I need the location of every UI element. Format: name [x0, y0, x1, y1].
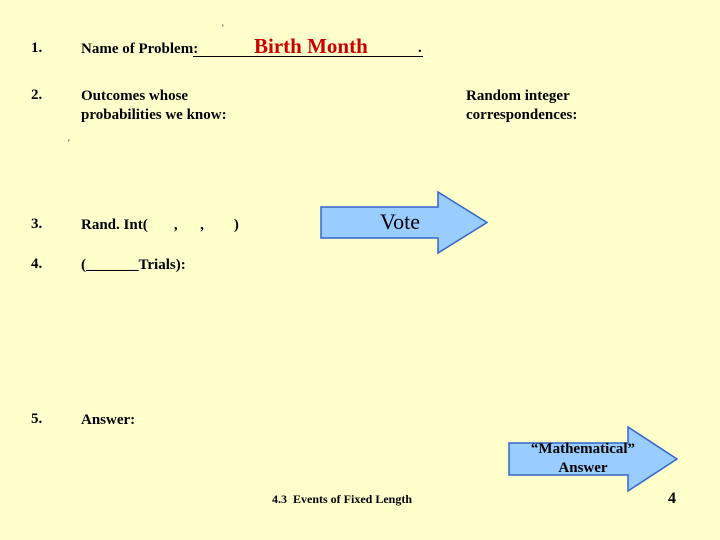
item-2-label: Outcomes whose probabilities we know:	[81, 88, 227, 123]
item-1-answer-text: Birth Month	[254, 34, 368, 58]
vote-arrow-label: Vote	[380, 209, 420, 234]
item-2-right-label: Random integer correspondences:	[466, 88, 578, 123]
page-number: 4	[668, 490, 676, 507]
mathematical-answer-arrow-shape	[508, 425, 678, 493]
quote-mark-top-icon: '	[222, 23, 224, 33]
item-1-trailing-period: .	[418, 40, 422, 56]
answer-blank-line-1	[193, 56, 423, 57]
list-number-4: 4.	[31, 256, 43, 272]
list-number-3: 3.	[31, 216, 43, 232]
item-3-label: Rand. Int( , , )	[81, 217, 239, 233]
mathematical-answer-arrow-label: “Mathematical” Answer	[530, 441, 636, 476]
item-1-label: Name of Problem:	[81, 41, 199, 57]
vote-arrow-shape	[320, 190, 488, 255]
list-number-5: 5.	[31, 411, 43, 427]
footer-section-title: 4.3 Events of Fixed Length	[272, 492, 413, 506]
list-number-2: 2.	[31, 87, 43, 103]
item-5-label: Answer:	[81, 412, 136, 428]
item-4-label: (_______Trials):	[81, 257, 186, 273]
quote-mark-middle-icon: '	[68, 138, 70, 148]
list-number-1: 1.	[31, 40, 43, 56]
